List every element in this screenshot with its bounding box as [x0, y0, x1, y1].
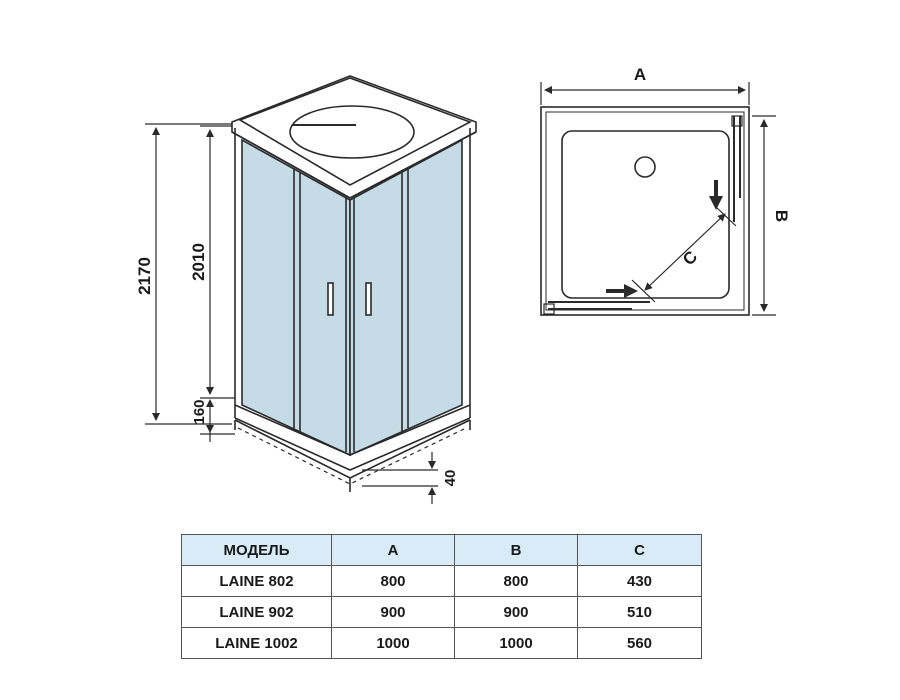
right-glass-wall [349, 138, 463, 457]
left-door-handle [327, 282, 334, 316]
dim-c-label: C [679, 247, 701, 269]
cell-model: LAINE 1002 [181, 627, 332, 659]
plan-dimensions [540, 82, 776, 316]
dim-height-cabin: 2010 [189, 243, 208, 281]
dim-height-total: 2170 [135, 257, 154, 295]
cell-model: LAINE 802 [181, 565, 332, 597]
cell-model: LAINE 902 [181, 596, 332, 628]
base-tray [234, 404, 471, 492]
front-dimensions [145, 123, 438, 504]
front-view [231, 75, 477, 492]
cell-c: 510 [577, 596, 702, 628]
spec-table: МОДЕЛЬ A B C LAINE 802 800 800 430 LAINE… [181, 534, 702, 659]
dim-height-base: 160 [191, 399, 208, 424]
table-row: LAINE 1002 1000 1000 560 [181, 627, 702, 659]
roof [231, 75, 477, 199]
cell-c: 560 [577, 627, 702, 659]
dim-b-label: B [772, 210, 791, 222]
dim-height-leg: 40 [442, 470, 459, 487]
dim-a-label: A [634, 65, 646, 84]
plan-tray [561, 130, 730, 299]
header-model: МОДЕЛЬ [181, 534, 332, 566]
cell-b: 800 [454, 565, 578, 597]
table-header-row: МОДЕЛЬ A B C [181, 534, 702, 566]
door-arrows [606, 180, 723, 298]
plan-drain [634, 156, 656, 178]
header-a: A [331, 534, 455, 566]
cell-b: 1000 [454, 627, 578, 659]
plan-outer-frame [540, 106, 750, 316]
cell-c: 430 [577, 565, 702, 597]
roof-shower-hole [289, 105, 415, 159]
cell-a: 1000 [331, 627, 455, 659]
cell-a: 800 [331, 565, 455, 597]
technical-drawing: 2170 2010 160 40 C A B [135, 65, 791, 504]
glass-walls [241, 138, 463, 457]
cell-a: 900 [331, 596, 455, 628]
cell-b: 900 [454, 596, 578, 628]
right-door-handle [365, 282, 372, 316]
header-b: B [454, 534, 578, 566]
table-row: LAINE 902 900 900 510 [181, 596, 702, 628]
header-c: C [577, 534, 702, 566]
plan-view [540, 106, 750, 316]
table-row: LAINE 802 800 800 430 [181, 565, 702, 597]
